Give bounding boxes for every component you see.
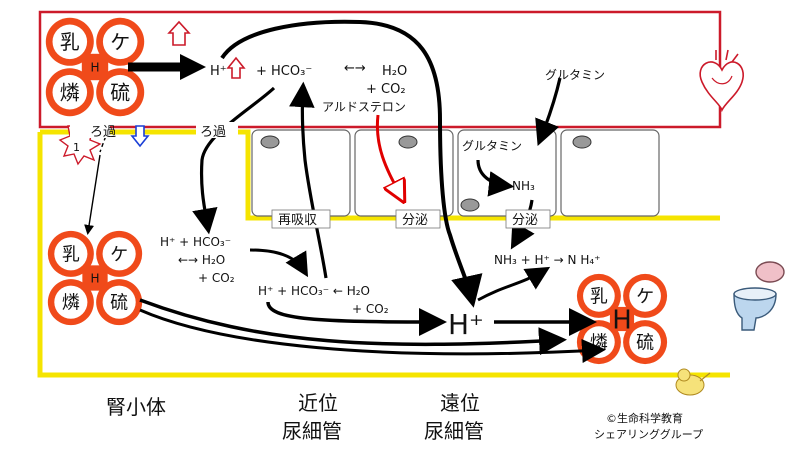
aldosterone-arrow	[375, 114, 402, 198]
secretion-label-1: 分泌	[402, 213, 428, 228]
glutamine-uptake-arrow	[535, 77, 562, 146]
big-secretion-arrowhead	[180, 54, 206, 80]
filtration-arrow-proximal	[192, 86, 276, 235]
star-number: 1	[73, 141, 80, 154]
cluster-lobe-keto	[102, 237, 136, 271]
cluster-lobe-phospho-char: 燐	[62, 293, 80, 314]
filtration-label-bg-1	[70, 122, 110, 138]
section-proximal-1: 近位	[298, 391, 338, 415]
cell-nh3-label: NH₃	[512, 179, 535, 193]
mascot-icon	[675, 368, 711, 396]
cluster-lobe-phospho	[54, 285, 88, 319]
cluster-lobe-lactic-char: 乳	[62, 244, 80, 265]
credit-line-2: シェアリンググループ	[594, 427, 703, 441]
acid-cluster-filtrate: 乳 ケ燐 硫H	[47, 230, 143, 326]
lumen-curve-arrow	[249, 248, 309, 278]
blood-glutamine-label: グルタミン	[545, 68, 605, 82]
cluster-lobe-keto-char: ケ	[110, 30, 130, 54]
cluster-center-h: H	[90, 60, 99, 74]
lumen-eq1-line1: H⁺ + HCO₃⁻	[160, 235, 231, 249]
section-glomerulus: 腎小体	[106, 395, 166, 419]
blood-bicarbonate: + HCO₃⁻	[256, 64, 312, 79]
decrease-arrow	[130, 125, 150, 148]
lumen-eq2-line2: + CO₂	[352, 302, 389, 316]
cell-glutamine-label: グルタミン	[462, 139, 522, 153]
cluster-lobe-lactic-char: 乳	[590, 286, 608, 307]
blood-water: H₂O	[382, 64, 407, 79]
secretion-label-2: 分泌	[512, 213, 538, 228]
epithelial-cells	[251, 129, 660, 217]
cluster-lobe-sulfur	[102, 74, 138, 110]
aldosterone-label: アルドステロン	[322, 100, 406, 114]
secretion-label-bg-1	[395, 209, 441, 229]
filtration-line-left	[84, 154, 101, 235]
cluster-center-h: H	[612, 305, 632, 335]
filtration-label-1: ろ過	[90, 125, 116, 140]
cluster-lobe-keto	[102, 24, 138, 60]
tubule-outer-boundary	[37, 132, 730, 378]
blood-equilibrium-arrow: ←→	[344, 61, 366, 76]
cluster-lobe-lactic	[583, 280, 615, 312]
nucleus-1	[260, 135, 280, 149]
cluster-lobe-lactic	[52, 24, 88, 60]
ammonium-equation: NH₃ + H⁺ → N H₄⁺	[494, 253, 601, 267]
secretion-label-bg-2	[505, 209, 551, 229]
cluster-lobe-sulfur	[102, 285, 136, 319]
cluster-lobe-sulfur-char: 硫	[110, 293, 128, 314]
lumen-eq1-line3: + CO₂	[198, 271, 235, 285]
cluster-lobe-lactic	[54, 237, 88, 271]
cluster-lobe-phospho-char: 燐	[60, 80, 80, 104]
increase-arrow-2	[226, 56, 246, 79]
glutamine-to-nh3-arrow	[476, 159, 515, 197]
filtration-label-bg-2	[196, 122, 238, 138]
credit-line-1: ©生命科学教育	[606, 411, 683, 425]
section-distal-1: 遠位	[440, 391, 480, 415]
cluster-lobe-sulfur-char: 硫	[636, 333, 654, 354]
increase-arrow-1	[167, 20, 191, 46]
cluster-lobe-phospho	[52, 74, 88, 110]
section-proximal-2: 尿細管	[282, 419, 342, 443]
nucleus-2	[398, 135, 418, 149]
heart-icon	[699, 49, 744, 113]
filtrate-to-urine-arrow	[139, 298, 567, 356]
reabsorption-label-bg	[271, 209, 331, 229]
cluster-lobe-keto-char: ケ	[636, 286, 654, 307]
big-h-ion: H⁺	[448, 308, 484, 341]
blood-h-plus: H⁺	[210, 64, 227, 79]
lumen-eq1-line2: ←→ H₂O	[178, 253, 225, 267]
filtration-label-2: ろ過	[200, 125, 226, 140]
cluster-lobe-lactic-char: 乳	[60, 30, 80, 54]
h-to-ammonium-arrow	[477, 266, 551, 302]
filtrate-bottom-arrow	[139, 308, 606, 363]
nucleus-3	[460, 198, 480, 212]
secretion-arc	[220, 19, 483, 308]
cluster-lobe-sulfur-char: 硫	[110, 80, 130, 104]
tubule-wall	[238, 129, 720, 221]
cluster-lobe-sulfur	[629, 326, 661, 358]
reabsorption-arrow	[289, 81, 328, 279]
acid-cluster-blood: 乳 ケ燐 硫H	[45, 17, 145, 117]
reabsorption-label: 再吸収	[278, 213, 317, 228]
section-distal-2: 尿細管	[424, 419, 484, 443]
cluster-lobe-keto-char: ケ	[110, 244, 128, 265]
lumen-eq2-line1: H⁺ + HCO₃⁻ ← H₂O	[258, 284, 370, 298]
toilet-icon	[733, 261, 785, 331]
cell-4	[560, 129, 660, 217]
cluster-lobe-keto	[629, 280, 661, 312]
to-big-h-arrow	[266, 301, 447, 336]
cluster-center-h: H	[90, 271, 99, 285]
nucleus-4	[572, 135, 592, 149]
blood-co2: + CO₂	[366, 82, 406, 97]
